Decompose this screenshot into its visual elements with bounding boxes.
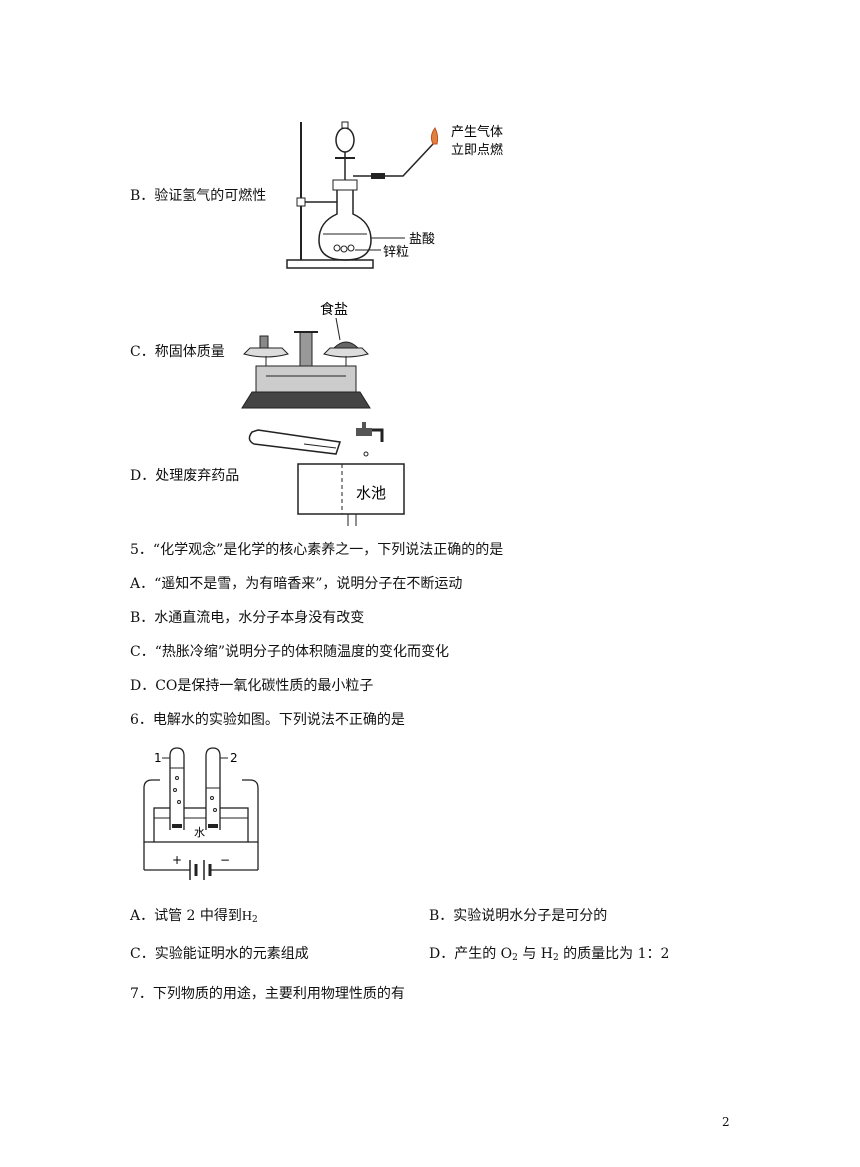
q5-option-d: D．CO是保持一氧化碳性质的最小粒子 [130,678,374,694]
fig-plus-label: + [172,853,182,867]
q7-stem: 7．下列物质的用途，主要利用物理性质的有 [130,986,405,1002]
fig-water-label: 水 [194,826,205,839]
fig-tube1-label: 1 [154,751,162,765]
option-d-label: D．处理废弃药品 [130,468,240,484]
q6-option-b: B．实验说明水分子是可分的 [429,908,608,924]
fig-acid-label: 盐酸 [409,232,435,247]
q6-option-a: A．试管 2 中得到H2 [130,908,258,925]
q6-stem: 6．电解水的实验如图。下列说法不正确的是 [130,712,405,728]
electrolysis-apparatus: 1 2 水 + − [143,747,259,880]
fig-sink-label: 水池 [356,484,386,502]
q5-option-a: A．“遥知不是雪，为有暗香来”，说明分子在不断运动 [130,576,463,592]
hydrogen-combustion-apparatus: 产生气体 立即点燃 盐酸 锌粒 [286,121,503,269]
option-b-label: B．验证氢气的可燃性 [130,188,267,204]
option-c-label: C．称固体质量 [130,344,225,360]
fig-ignite-label: 立即点燃 [451,142,503,158]
fig-salt-label: 食盐 [320,301,348,318]
q5-stem: 5．“化学观念”是化学的核心素养之一，下列说法正确的的是 [130,542,504,558]
q5-option-b: B．水通直流电，水分子本身没有改变 [130,610,365,626]
waste-disposal-figure: 水池 [248,422,405,526]
fig-minus-label: − [220,853,230,867]
fig-tube2-label: 2 [230,751,238,765]
q6-option-d: D．产生的 O2 与 H2 的质量比为 1：2 [429,946,670,963]
balance-apparatus: 食盐 [241,301,371,409]
q5-option-c: C．“热胀冷缩”说明分子的体积随温度的变化而变化 [130,644,450,660]
q6-option-c: C．实验能证明水的元素组成 [130,946,309,962]
fig-gas-label: 产生气体 [451,124,503,140]
fig-zinc-label: 锌粒 [383,245,409,260]
page-number: 2 [722,1115,730,1129]
